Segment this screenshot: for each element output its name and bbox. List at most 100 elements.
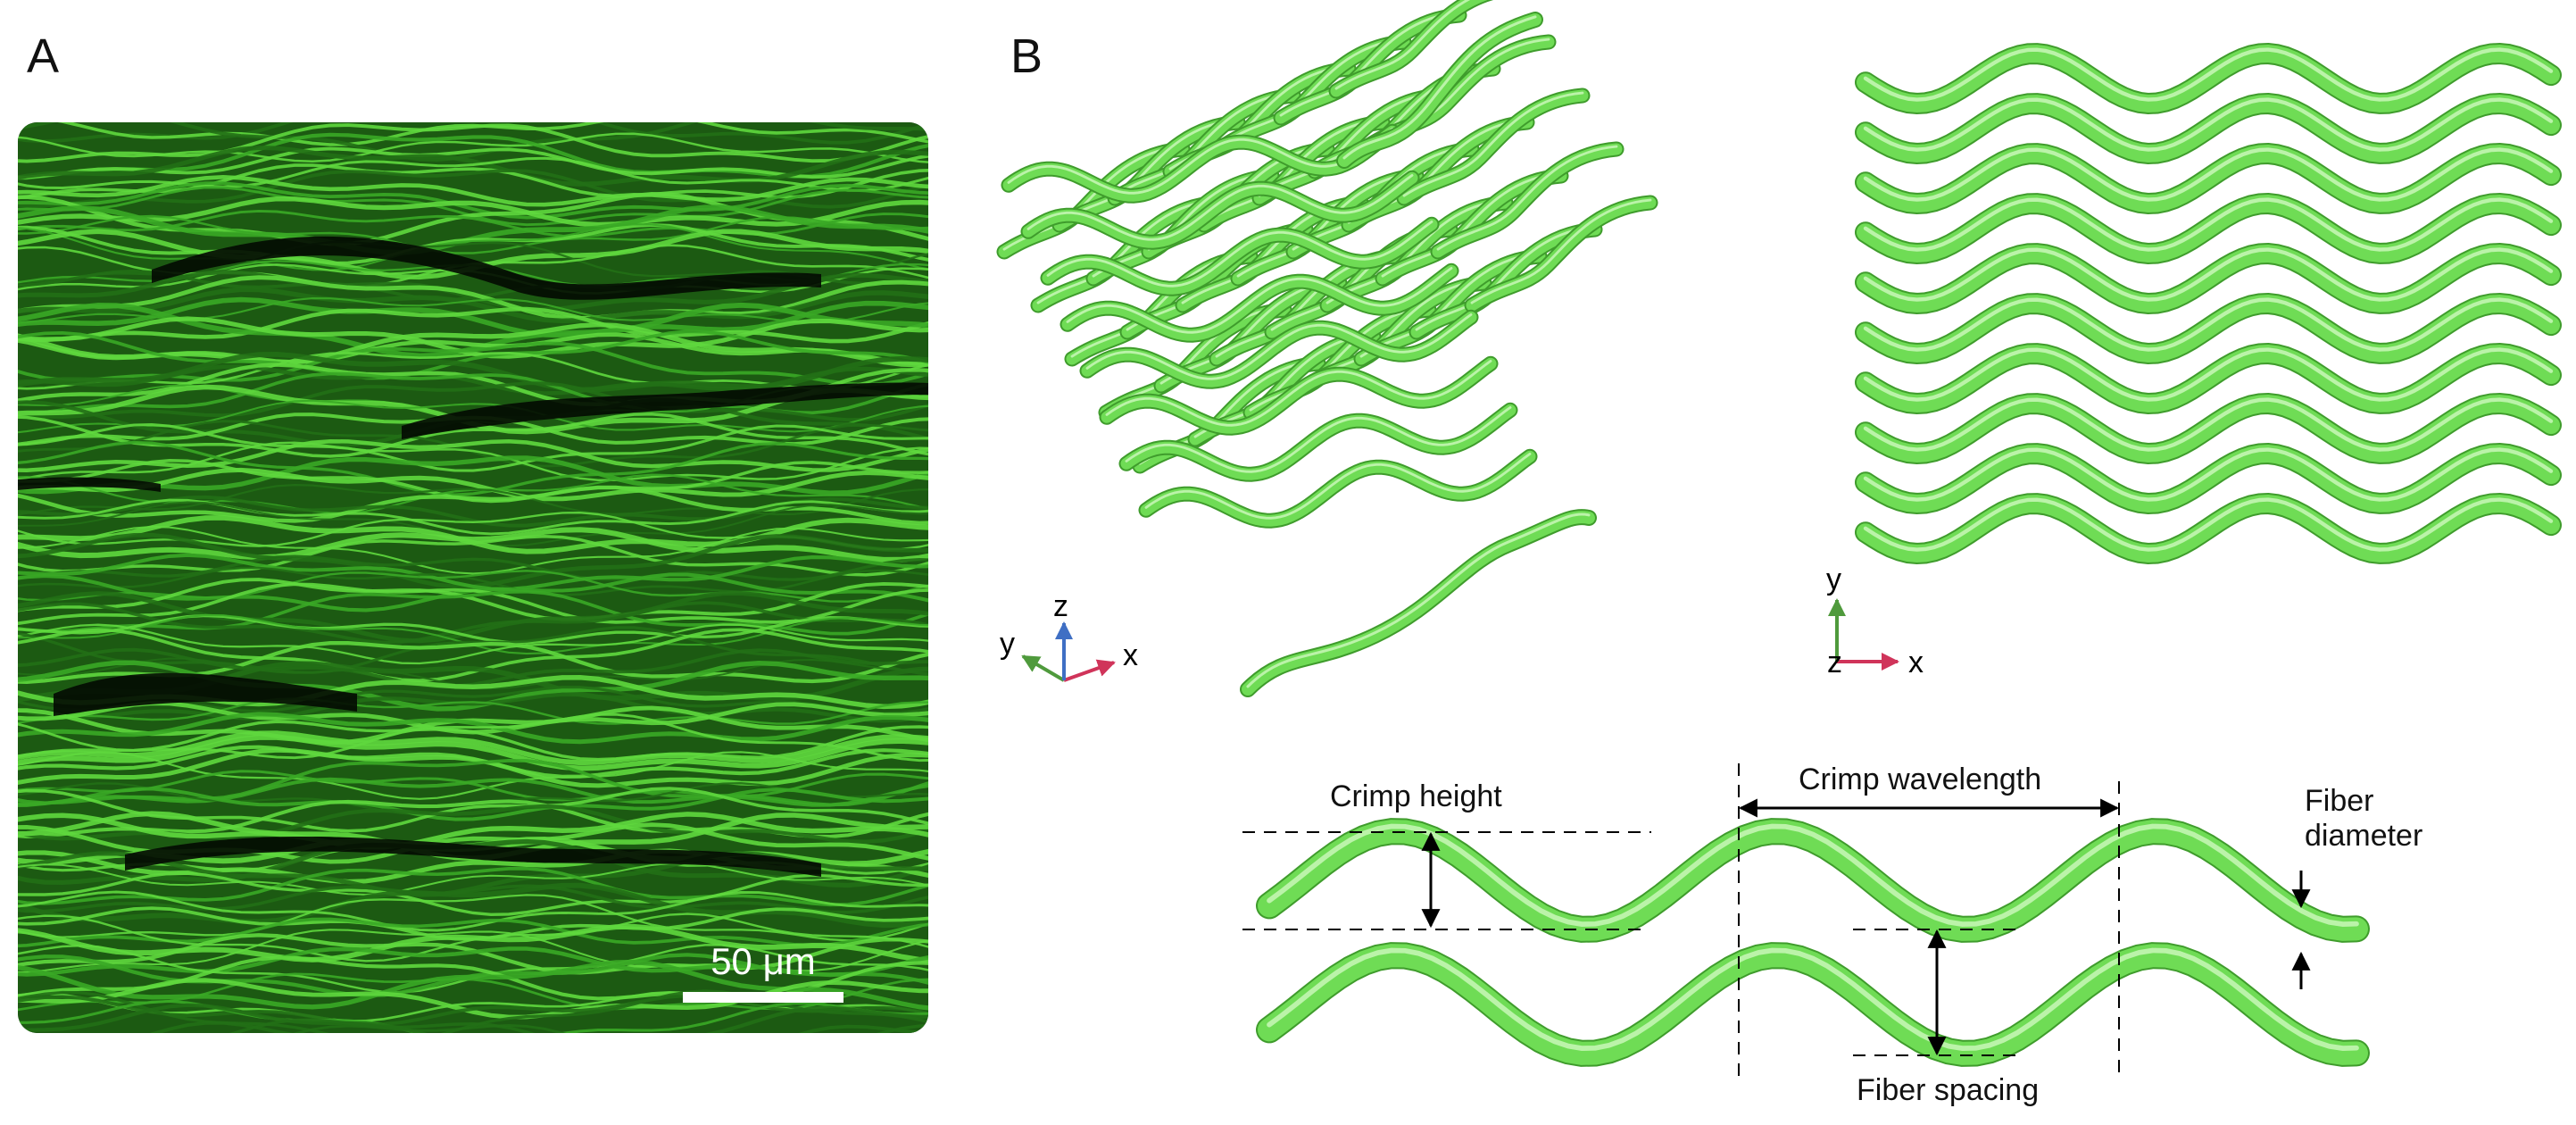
tissue-fiber-streak <box>18 578 928 621</box>
bundle-gap <box>152 236 821 300</box>
tissue-fiber-streak <box>18 196 928 228</box>
crimp-height-label: Crimp height <box>1330 779 1502 813</box>
fiber-detail-pair <box>1256 818 2370 1067</box>
tissue-fiber-streak <box>18 787 928 833</box>
tissue-fiber-streak <box>18 438 928 473</box>
tissue-fiber-streak <box>18 181 928 220</box>
tissue-fiber-streak <box>18 787 928 821</box>
tissue-fiber-streak <box>18 712 928 762</box>
fiber-stack-2d <box>1855 42 2562 565</box>
bundle-gap <box>402 382 928 439</box>
tissue-fiber-streak <box>18 554 928 581</box>
fiber-3d-a-1-7 <box>1328 0 1494 99</box>
annotation-labels: Crimp height Crimp wavelength Fiber diam… <box>1330 762 2422 1107</box>
tissue-fiber-streak <box>18 483 928 516</box>
tissue-fiber-streak <box>292 1024 567 1033</box>
crimp-wavelength-label: Crimp wavelength <box>1799 762 2041 796</box>
scale-bar-label: 50 μm <box>710 940 816 982</box>
fiber-3d-b-7 <box>1118 402 1518 482</box>
fiber-2d-3 <box>1855 142 2562 215</box>
tissue-fiber-streak <box>18 747 928 788</box>
tissue-fiber-streak <box>18 422 928 472</box>
y-axis-label: y <box>1000 627 1015 661</box>
tissue-fiber-streak <box>18 306 928 344</box>
tissue-fiber-streak <box>18 697 928 725</box>
annotation-arrows <box>1421 798 2311 1056</box>
bundle-gap <box>54 672 357 716</box>
fiber-spacing-label: Fiber spacing <box>1857 1073 2039 1107</box>
fiber-3d-b-8 <box>1138 448 1538 529</box>
tissue-fiber-streak <box>18 626 928 676</box>
fiber-3d-b-2 <box>1020 170 1420 250</box>
fiber-2d-1 <box>1855 42 2562 115</box>
tissue-fiber-streak <box>18 566 928 596</box>
detail-fiber-top <box>1256 818 2370 943</box>
fiber-3d-a-3-7 <box>1396 88 1591 206</box>
tissue-fiber-streak <box>18 441 928 481</box>
tissue-fiber-streak <box>18 467 928 502</box>
fiber-3d-front <box>1240 509 1597 697</box>
x-axis-label: x <box>1123 638 1138 672</box>
tissue-fiber-streak <box>229 1018 928 1033</box>
fiber-3d-b-5 <box>1079 309 1479 389</box>
tissue-fiber-streak <box>18 590 928 644</box>
tissue-fiber-streak <box>18 132 928 163</box>
panel-label-a: A <box>27 29 60 83</box>
tissue-fiber-streak <box>18 570 928 603</box>
tissue-fiber-streak <box>18 730 928 766</box>
tissue-fiber-streak <box>18 871 928 917</box>
tissue-fiber-streak <box>18 364 928 396</box>
fiber-3d-b-4 <box>1059 262 1459 343</box>
tissue-fiber-streak <box>18 692 928 723</box>
axes-triad-3d: x y z <box>1000 589 1138 682</box>
tissue-fiber-streak <box>18 751 928 800</box>
fiber-diameter-label-line1: Fiber <box>2305 784 2373 818</box>
x-axis-arrow <box>1063 659 1116 682</box>
tissue-fiber-streak <box>18 777 928 808</box>
fiber-3d-a-5-7 <box>1464 195 1658 313</box>
tissue-fiber-streak <box>18 485 928 526</box>
z-axis-label: z <box>1827 646 1842 679</box>
tissue-fiber-streak <box>18 923 928 963</box>
tissue-fiber-streak <box>18 628 928 683</box>
tissue-fiber-streak <box>18 525 928 575</box>
tissue-fiber-streak <box>18 381 928 422</box>
tissue-fiber-streak <box>18 978 928 1020</box>
z-axis-label: z <box>1053 589 1068 623</box>
y-axis-arrow <box>1021 654 1066 682</box>
tissue-fiber-streak <box>18 999 928 1033</box>
tissue-fiber-streak <box>18 329 928 380</box>
x-axis-label: x <box>1908 646 1924 679</box>
tissue-fiber-streak <box>18 498 928 536</box>
tissue-fiber-streak <box>18 156 928 192</box>
collagen-micrograph: 50 μm <box>18 122 928 1033</box>
y-axis-label: y <box>1826 562 1841 596</box>
tissue-fiber-streak <box>18 890 928 932</box>
detail-fiber-bottom <box>1256 942 2370 1067</box>
tissue-fiber-streak <box>18 660 928 712</box>
tissue-fiber-streak <box>149 1021 928 1033</box>
tissue-fiber-streak <box>18 145 928 187</box>
fiber-2d-8 <box>1855 392 2562 465</box>
axes-triad-2d: x y z <box>1826 562 1924 679</box>
fiber-3d-b-3 <box>1040 216 1440 296</box>
bundle-gap <box>125 837 821 877</box>
fiber-diameter-label-line2: diameter <box>2305 819 2422 853</box>
tissue-fiber-streak <box>18 169 928 209</box>
fiber-3d-b-6 <box>1099 355 1499 436</box>
fiber-2d-9 <box>1855 442 2562 515</box>
fiber-3d-top <box>1336 12 1543 169</box>
tissue-fiber-streak <box>18 613 928 645</box>
fiber-2d-2 <box>1855 92 2562 165</box>
fiber-2d-7 <box>1855 342 2562 415</box>
fiber-2d-4 <box>1855 192 2562 265</box>
tissue-fiber-streak <box>18 174 928 207</box>
tissue-fiber-streak <box>18 270 928 312</box>
fiber-3d-a-4-7 <box>1430 141 1625 260</box>
fiber-2d-5 <box>1855 242 2562 315</box>
tissue-fiber-streak <box>18 527 928 562</box>
tissue-fiber-streak <box>18 882 928 929</box>
tissue-fiber-streak <box>18 720 928 762</box>
panel-label-b: B <box>1010 29 1043 83</box>
